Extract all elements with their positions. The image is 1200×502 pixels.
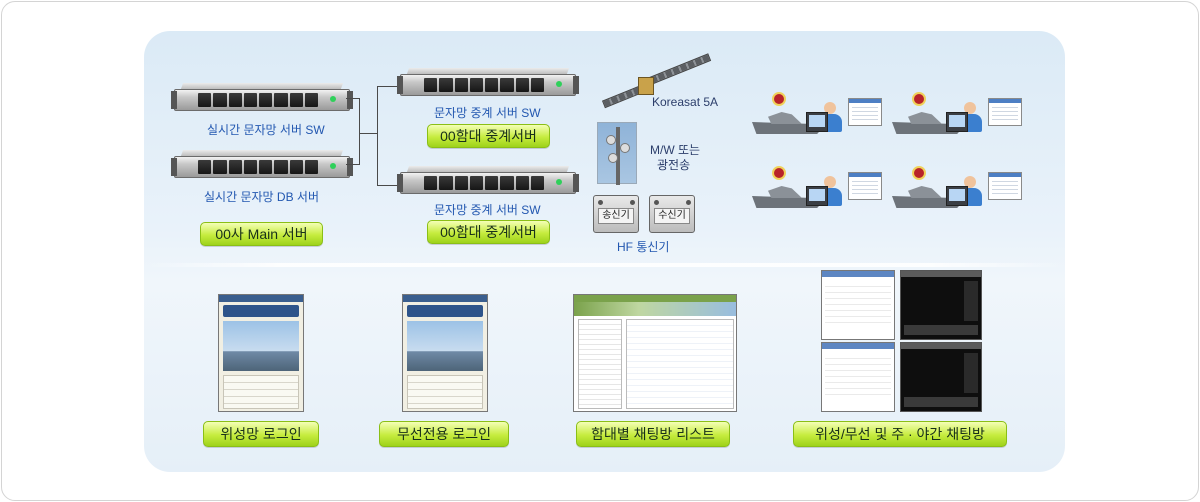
ship-station-4: [892, 166, 1022, 226]
mw-label-line1: M/W 또는: [650, 143, 701, 157]
realtime-db-server: [171, 150, 353, 182]
ship-station-2: [892, 92, 1022, 152]
screen-label-3: 함대별 채팅방 리스트: [576, 421, 730, 447]
main-server-pill: 00사 Main 서버: [200, 222, 323, 246]
realtime-sw-server: [171, 83, 353, 115]
microwave-tower-icon: [597, 122, 637, 185]
connector-line: [377, 185, 400, 186]
screen-label-4: 위성/무선 및 주 · 야간 채팅방: [793, 421, 1007, 447]
connector-line: [359, 98, 360, 165]
hf-receiver-icon: 수신기: [649, 195, 695, 233]
chatroom-window-4: [900, 342, 982, 412]
relay-server-pill-1: 00함대 중계서버: [427, 124, 550, 148]
relay-server-pill-2: 00함대 중계서버: [427, 220, 550, 244]
relay-server-1: [397, 68, 579, 100]
satellite-login-screenshot: [218, 294, 304, 412]
section-divider: [144, 263, 1065, 267]
connector-line: [346, 98, 360, 99]
relay-server-2: [397, 166, 579, 198]
realtime-db-label: 실시간 문자망 DB 서버: [204, 190, 319, 204]
fleet-chatroom-list-screenshot: [573, 294, 737, 412]
screen-label-1: 위성망 로그인: [203, 421, 319, 447]
connector-line: [359, 133, 377, 134]
satellite-label: Koreasat 5A: [652, 95, 719, 109]
ship-station-3: [752, 166, 882, 226]
hf-receive-label: 수신기: [654, 208, 690, 224]
connector-line: [346, 164, 360, 165]
satellite-icon: [601, 53, 714, 111]
connector-line: [377, 86, 400, 87]
mw-label-line2: 광전송: [657, 158, 691, 172]
chatroom-window-1: [821, 270, 895, 340]
chatroom-window-2: [900, 270, 982, 340]
hf-send-label: 송신기: [598, 208, 634, 224]
relay-sw-label-2: 문자망 중계 서버 SW: [434, 203, 541, 217]
ship-station-1: [752, 92, 882, 152]
radio-login-screenshot: [402, 294, 488, 412]
connector-line: [377, 86, 378, 186]
hf-transmitter-icon: 송신기: [593, 195, 639, 233]
hf-label: HF 통신기: [617, 240, 670, 254]
realtime-sw-label: 실시간 문자망 서버 SW: [207, 123, 325, 137]
screen-label-2: 무선전용 로그인: [379, 421, 509, 447]
relay-sw-label-1: 문자망 중계 서버 SW: [434, 106, 541, 120]
chatroom-window-3: [821, 342, 895, 412]
